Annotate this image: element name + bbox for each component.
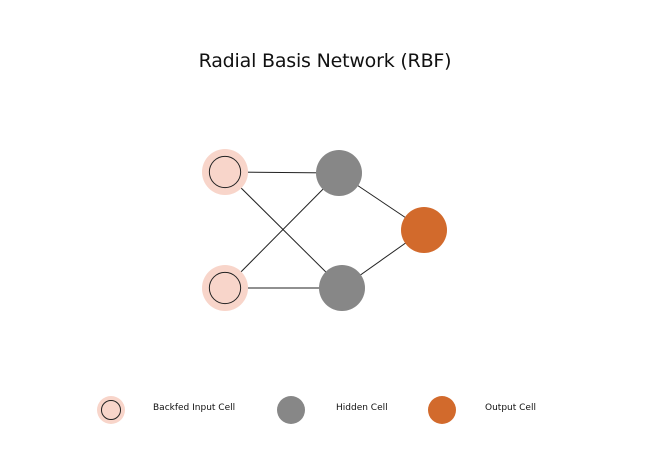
backfed-ring — [100, 399, 122, 421]
input-cell-icon — [202, 149, 248, 195]
output-cell-icon — [428, 396, 456, 424]
node-input2 — [202, 265, 248, 311]
node-output1 — [401, 207, 447, 253]
hidden-cell-icon — [319, 265, 365, 311]
hidden-cell-icon — [277, 396, 305, 424]
backfed-ring — [208, 271, 242, 305]
legend-icon-hidden — [277, 396, 305, 424]
node-input1 — [202, 149, 248, 195]
legend-icon-input — [97, 396, 125, 424]
legend-label-hidden: Hidden Cell — [336, 403, 388, 413]
edge-input2-hidden1 — [224, 172, 340, 289]
backfed-ring — [208, 155, 242, 189]
output-cell-icon — [401, 207, 447, 253]
legend-label-input: Backfed Input Cell — [153, 403, 236, 413]
legend-label-output: Output Cell — [485, 403, 536, 413]
hidden-cell-icon — [316, 150, 362, 196]
input-cell-icon — [202, 265, 248, 311]
legend-icon-output — [428, 396, 456, 424]
edge-input1-hidden2 — [224, 171, 343, 289]
node-hidden1 — [316, 150, 362, 196]
node-hidden2 — [319, 265, 365, 311]
diagram-title: Radial Basis Network (RBF) — [198, 50, 452, 72]
legend-icons-group — [97, 396, 456, 424]
nodes-group — [202, 149, 447, 311]
